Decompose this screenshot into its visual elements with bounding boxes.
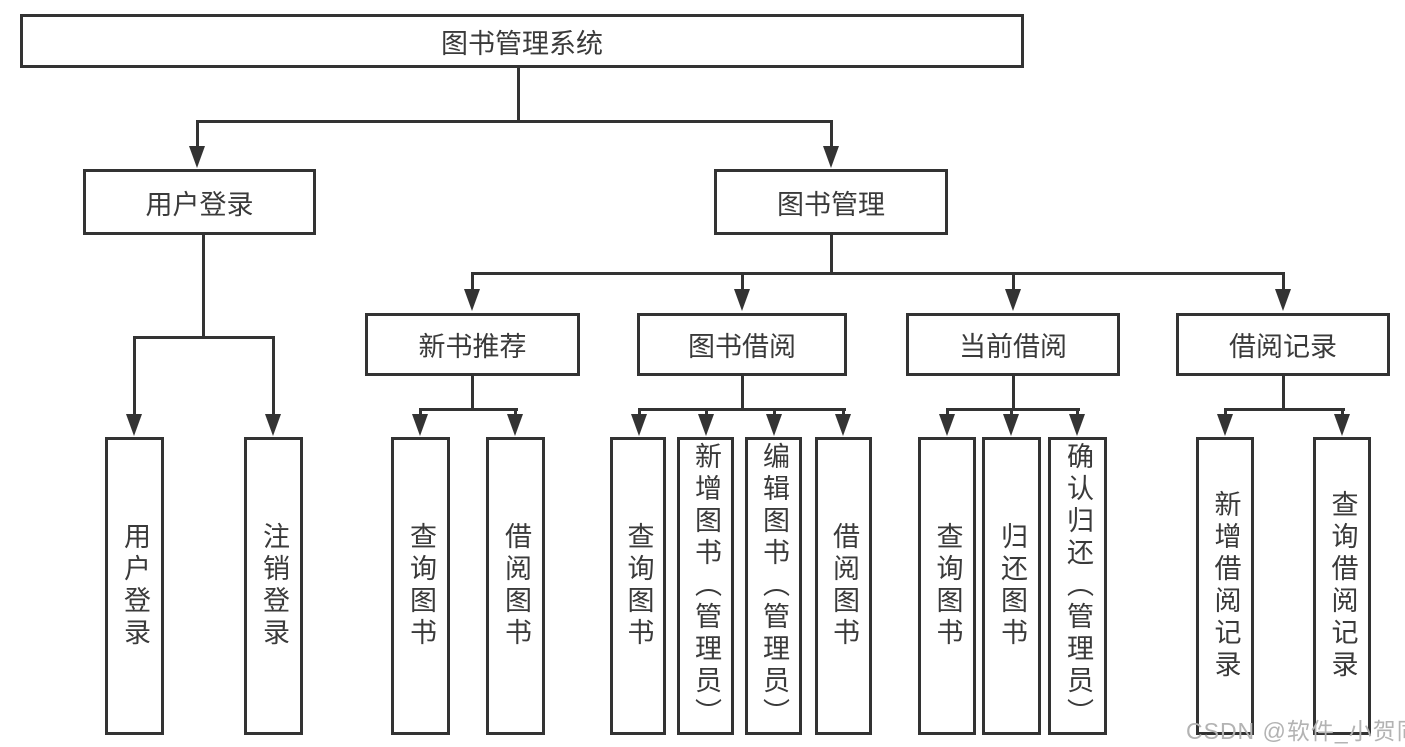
leaf-query-books-recommend-label: 查询图书 (406, 522, 437, 650)
leaf-query-books-borrow-label: 查询图书 (623, 522, 654, 650)
connector-drop-user-login (196, 120, 199, 148)
connector-current-borrow-stem (1012, 375, 1015, 411)
leaf-user-login: 用户登录 (105, 437, 164, 735)
arrow-down-icon (823, 146, 839, 168)
leaf-add-borrow-record: 新增借阅记录 (1196, 437, 1254, 735)
leaf-borrow-books-recommend: 借阅图书 (486, 437, 545, 735)
connector-book-borrow-stem (741, 375, 744, 411)
connector-drop (638, 408, 641, 416)
arrow-down-icon (1217, 414, 1233, 436)
leaf-add-book-admin: 新增图书（管理员） (677, 437, 734, 735)
leaf-logout-label: 注销登录 (259, 522, 290, 650)
connector-root-stem (517, 66, 520, 122)
arrow-down-icon (189, 146, 205, 168)
arrow-down-icon (939, 414, 955, 436)
leaf-query-books-recommend: 查询图书 (391, 437, 450, 735)
connector-borrow-records-bus (1224, 408, 1345, 411)
connector-new-book-recommend-stem (471, 375, 474, 411)
connector-drop (1010, 408, 1013, 416)
leaf-query-borrow-record: 查询借阅记录 (1313, 437, 1371, 735)
node-library-management-system: 图书管理系统 (20, 14, 1024, 68)
node-book-borrow: 图书借阅 (637, 313, 847, 376)
connector-drop-leaf-user-login (133, 336, 136, 416)
connector-drop (1341, 408, 1344, 416)
arrow-down-icon (126, 414, 142, 436)
connector-drop (773, 408, 776, 416)
leaf-query-books-current-label: 查询图书 (932, 522, 963, 650)
arrow-down-icon (835, 414, 851, 436)
connector-level3-bus (471, 272, 1285, 275)
arrow-down-icon (1005, 289, 1021, 311)
leaf-confirm-return-admin: 确认归还（管理员） (1048, 437, 1107, 735)
leaf-borrow-books-recommend-label: 借阅图书 (501, 522, 532, 650)
leaf-borrow-books: 借阅图书 (815, 437, 872, 735)
connector-level2-bus (196, 120, 833, 123)
connector-drop (705, 408, 708, 416)
leaf-confirm-return-admin-label: 确认归还（管理员） (1063, 442, 1094, 730)
connector-drop-borrow-records (1282, 272, 1285, 292)
arrow-down-icon (1003, 414, 1019, 436)
csdn-watermark: CSDN @软件_小贺同学 (1186, 718, 1405, 744)
connector-drop (946, 408, 949, 416)
connector-drop (514, 408, 517, 416)
leaf-edit-book-admin: 编辑图书（管理员） (745, 437, 802, 735)
connector-drop (1224, 408, 1227, 416)
connector-drop-current-borrow (1012, 272, 1015, 292)
arrow-down-icon (464, 289, 480, 311)
connector-book-management-stem (830, 233, 833, 275)
node-current-borrow: 当前借阅 (906, 313, 1120, 376)
leaf-add-borrow-record-label: 新增借阅记录 (1210, 490, 1241, 682)
connector-drop (1076, 408, 1079, 416)
connector-drop-book-borrow (741, 272, 744, 292)
connector-drop-leaf-logout (272, 336, 275, 416)
connector-drop-book-management (830, 120, 833, 148)
leaf-user-login-label: 用户登录 (120, 522, 151, 650)
connector-user-login-stem (202, 233, 205, 339)
arrow-down-icon (412, 414, 428, 436)
leaf-query-books-borrow: 查询图书 (610, 437, 666, 735)
leaf-return-book: 归还图书 (982, 437, 1041, 735)
arrow-down-icon (734, 289, 750, 311)
connector-book-borrow-bus (638, 408, 846, 411)
leaf-add-book-admin-label: 新增图书（管理员） (691, 442, 722, 730)
arrow-down-icon (1069, 414, 1085, 436)
connector-drop (842, 408, 845, 416)
arrow-down-icon (1275, 289, 1291, 311)
leaf-query-books-current: 查询图书 (918, 437, 976, 735)
connector-drop-new-book-recommend (471, 272, 474, 292)
node-borrow-records: 借阅记录 (1176, 313, 1390, 376)
leaf-logout: 注销登录 (244, 437, 303, 735)
arrow-down-icon (631, 414, 647, 436)
node-new-book-recommend: 新书推荐 (365, 313, 580, 376)
connector-user-login-bus (133, 336, 275, 339)
connector-drop (419, 408, 422, 416)
connector-current-borrow-bus (946, 408, 1080, 411)
connector-new-book-recommend-bus (419, 408, 518, 411)
connector-borrow-records-stem (1282, 375, 1285, 411)
leaf-query-borrow-record-label: 查询借阅记录 (1327, 490, 1358, 682)
leaf-return-book-label: 归还图书 (997, 522, 1028, 650)
arrow-down-icon (766, 414, 782, 436)
arrow-down-icon (1334, 414, 1350, 436)
arrow-down-icon (698, 414, 714, 436)
leaf-borrow-books-label: 借阅图书 (829, 522, 860, 650)
node-user-login: 用户登录 (83, 169, 316, 235)
arrow-down-icon (265, 414, 281, 436)
leaf-edit-book-admin-label: 编辑图书（管理员） (759, 442, 790, 730)
arrow-down-icon (507, 414, 523, 436)
node-book-management: 图书管理 (714, 169, 948, 235)
